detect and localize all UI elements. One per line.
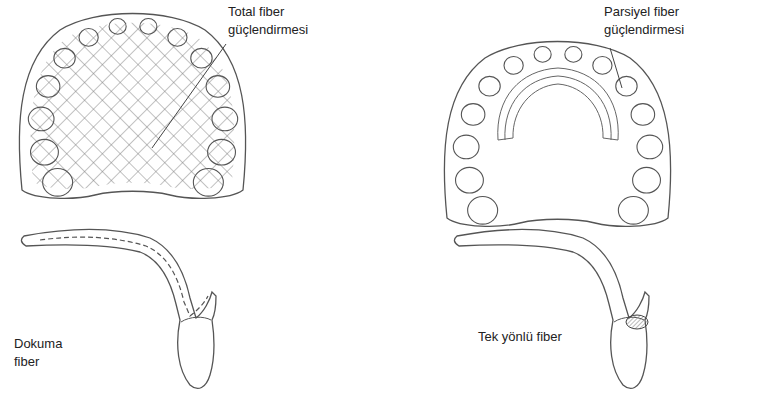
tooth-outline xyxy=(168,29,187,47)
tooth-outline xyxy=(28,107,54,131)
tooth-outline xyxy=(191,48,212,68)
tooth-outline xyxy=(193,169,223,197)
leader-line xyxy=(610,48,622,88)
cross-section-woven xyxy=(21,229,216,388)
tooth-outline xyxy=(631,104,655,126)
tooth-outline xyxy=(504,57,523,75)
tooth-outline xyxy=(565,47,582,63)
tooth-outline xyxy=(633,167,661,193)
tooth-outline xyxy=(637,135,663,159)
cross-section-unidirectional xyxy=(454,229,649,388)
tooth-outline xyxy=(461,104,485,126)
tooth-outline xyxy=(453,135,479,159)
callout-label: Tek yönlü fiber xyxy=(478,328,562,346)
callout-label: Parsiyel fiber güçlendirmesi xyxy=(604,3,722,38)
tooth-outline xyxy=(109,19,126,35)
tooth-outline xyxy=(54,48,75,68)
leader-line xyxy=(152,44,226,148)
tooth-outline xyxy=(479,76,500,96)
partial-denture xyxy=(444,42,670,227)
tooth-outline xyxy=(618,197,648,225)
callout-label: Total fiber güçlendirmesi xyxy=(228,3,346,38)
callout-label: Dokuma fiber xyxy=(14,335,78,370)
total-denture xyxy=(19,14,245,199)
tooth-outline xyxy=(140,19,157,35)
tooth-outline xyxy=(31,139,59,165)
tooth-outline xyxy=(208,139,236,165)
tooth-outline xyxy=(206,76,230,98)
tooth-outline xyxy=(534,47,551,63)
tooth-outline xyxy=(468,197,498,225)
tooth-outline xyxy=(36,76,60,98)
tooth-outline xyxy=(79,29,98,47)
tooth-outline xyxy=(593,57,612,75)
tooth-outline xyxy=(43,169,73,197)
tooth-outline xyxy=(212,107,238,131)
tooth-outline xyxy=(456,167,484,193)
